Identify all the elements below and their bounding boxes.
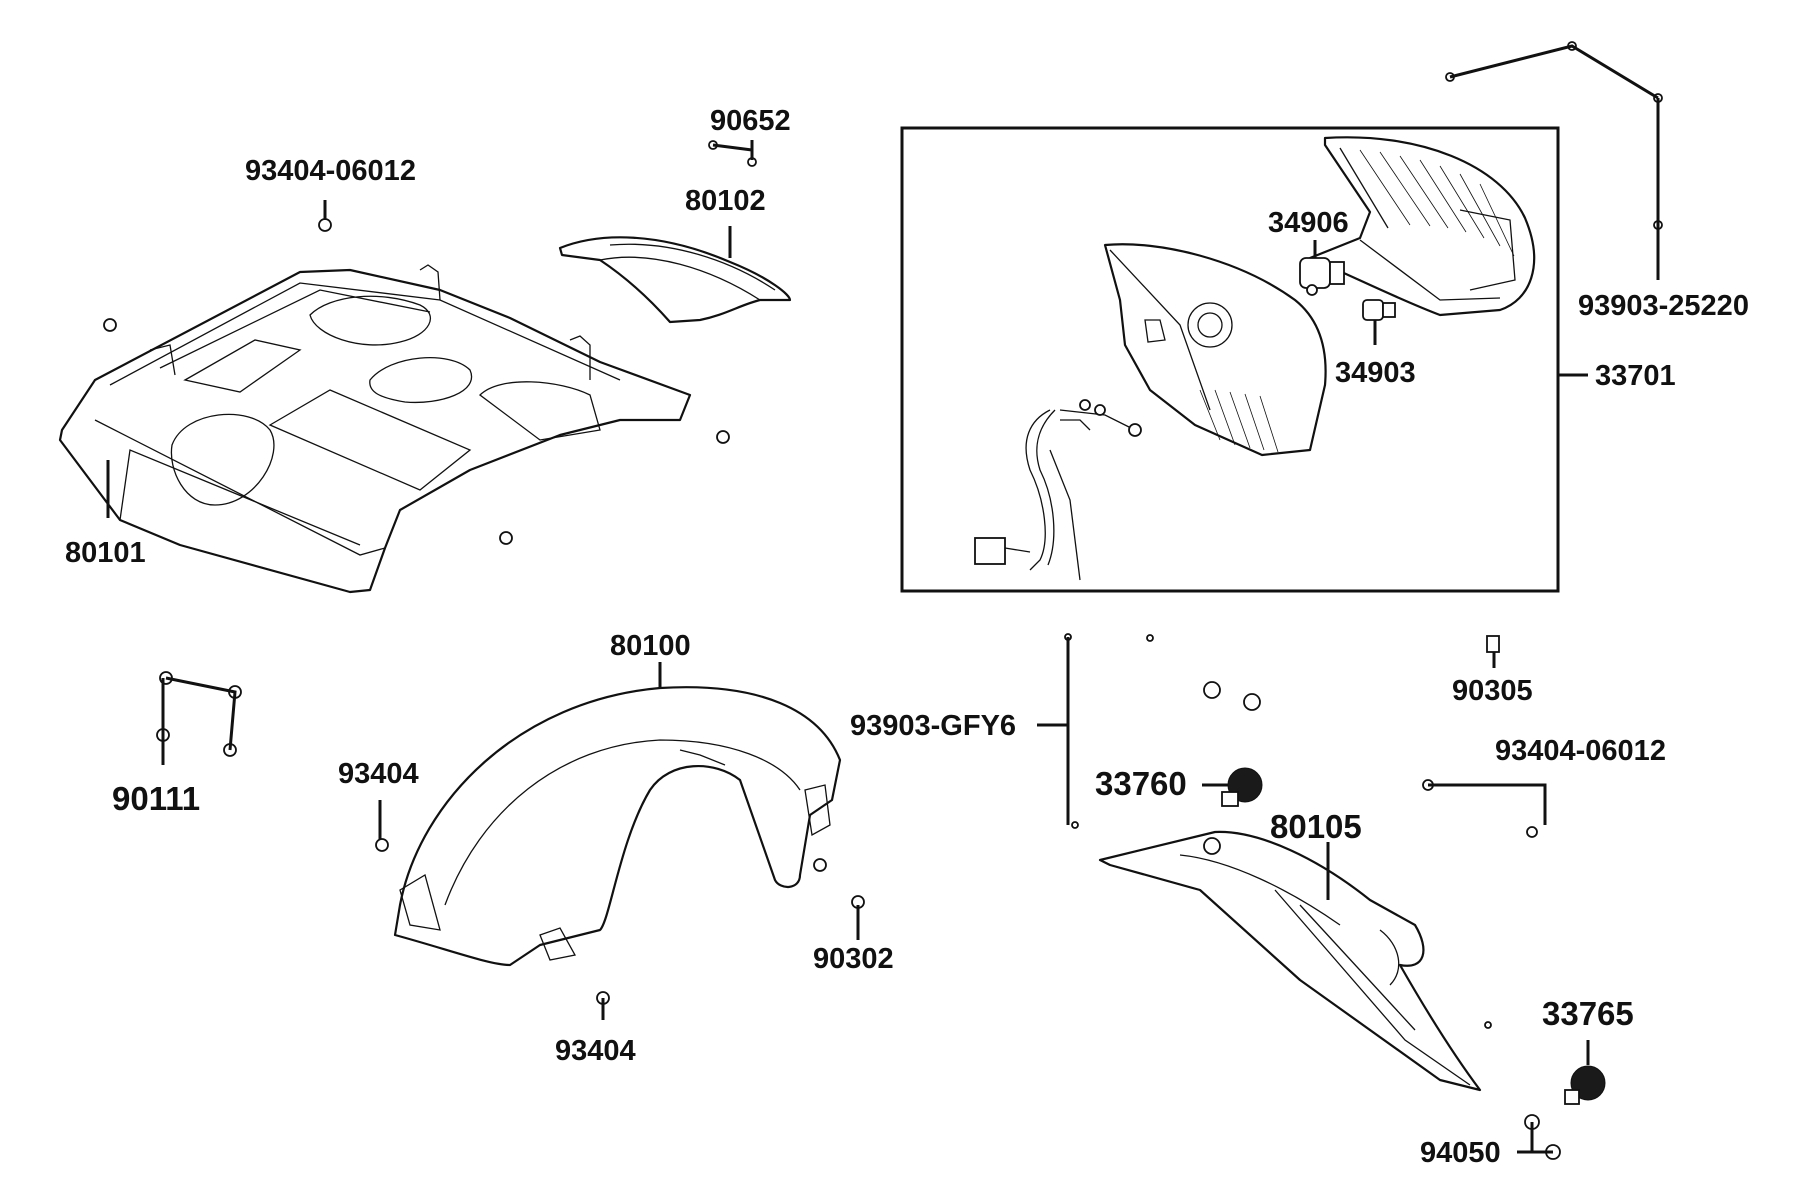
label-90652: 90652	[710, 105, 791, 137]
label-80105: 80105	[1270, 808, 1362, 845]
label-80101: 80101	[65, 537, 146, 569]
label-93404-06012-right: 93404-06012	[1495, 735, 1666, 767]
label-93903-25220: 93903-25220	[1578, 290, 1749, 322]
part-80100-illustration	[393, 686, 842, 967]
part-34906-bulb	[1299, 257, 1345, 296]
part-80105-illustration	[1098, 830, 1482, 1092]
label-90302: 90302	[813, 943, 894, 975]
assembly-box-33701	[900, 126, 1560, 593]
label-33760: 33760	[1095, 765, 1187, 802]
part-lens-illustration	[1308, 136, 1536, 317]
label-33701: 33701	[1595, 360, 1676, 392]
label-34906: 34906	[1268, 207, 1349, 239]
label-80100: 80100	[610, 630, 691, 662]
label-90305: 90305	[1452, 675, 1533, 707]
leader-lines	[106, 44, 1660, 1154]
misc-fasteners	[103, 140, 865, 1005]
label-94050: 94050	[1420, 1137, 1501, 1169]
part-80101-illustration	[58, 264, 692, 594]
label-80102: 80102	[685, 185, 766, 217]
part-housing-illustration	[1103, 243, 1327, 457]
label-93404-bottom: 93404	[555, 1035, 636, 1067]
part-80102-illustration	[558, 236, 792, 324]
label-34903: 34903	[1335, 357, 1416, 389]
label-93404-left: 93404	[338, 758, 419, 790]
label-93404-06012-top: 93404-06012	[245, 155, 416, 187]
label-33765: 33765	[1542, 995, 1634, 1032]
part-wiring-harness	[974, 399, 1142, 581]
label-90111: 90111	[112, 780, 200, 817]
part-34903-bulb	[1362, 299, 1396, 321]
label-93903-gfy6: 93903-GFY6	[850, 710, 1016, 742]
misc-nuts-right	[1064, 633, 1580, 1160]
